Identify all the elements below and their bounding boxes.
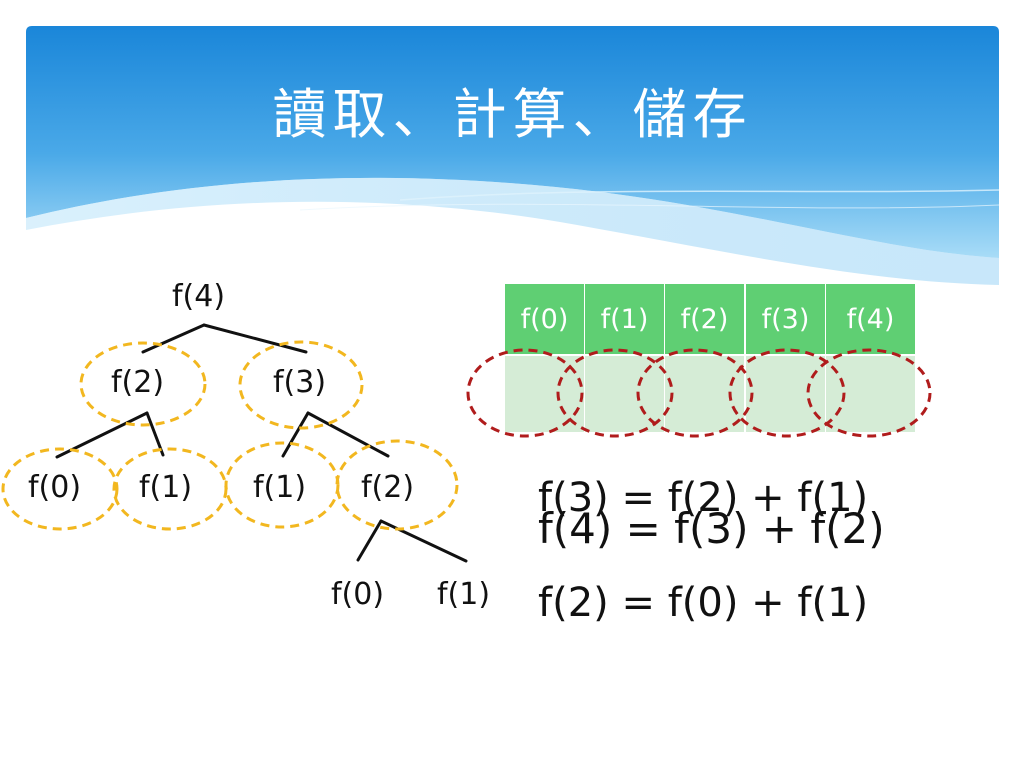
highlight-f3: [238, 340, 364, 430]
tree-node-root: f(4): [172, 279, 226, 314]
memo-header-1: f(1): [585, 284, 665, 354]
memo-header-3: f(3): [746, 284, 826, 354]
memo-highlight-3: [728, 348, 846, 438]
tree-node-f0-low: f(0): [331, 577, 385, 612]
memo-highlight-0: [466, 348, 584, 438]
memo-highlight-1: [556, 348, 674, 438]
edge-f3-f2: [306, 411, 390, 458]
slide-title: 讀取、計算、儲存: [272, 83, 753, 146]
tree-node-f1-low: f(1): [437, 577, 491, 612]
edge-f2-f0-low: [356, 519, 383, 562]
tree-node-f1-a: f(1): [139, 470, 193, 505]
memo-cell-4: [826, 356, 915, 432]
edge-root-left: [141, 323, 206, 354]
equation-bottom: f(2) = f(0) + f(1): [538, 580, 869, 626]
tree-node-f3: f(3): [273, 365, 327, 400]
highlight-f0: [1, 447, 119, 531]
edge-f2-f1: [145, 411, 165, 457]
header-banner: [26, 26, 1000, 285]
memo-highlight-4: [806, 348, 932, 438]
tree-node-f2-right: f(2): [361, 470, 415, 505]
memo-cell-2: [665, 356, 745, 432]
memo-header-2: f(2): [665, 284, 745, 354]
equation-top-front: f(4) = f(3) + f(2): [538, 504, 885, 553]
highlight-f2-right: [335, 439, 459, 531]
equation-top-back: f(3) = f(2) + f(1): [538, 475, 869, 521]
tree-node-f2: f(2): [111, 365, 165, 400]
edge-root-right: [202, 323, 308, 354]
memo-header-4: f(4): [826, 284, 915, 354]
memo-highlight-2: [636, 348, 754, 438]
highlight-f2-left: [79, 341, 207, 427]
memo-header-0: f(0): [505, 284, 585, 354]
tree-node-f0: f(0): [28, 470, 82, 505]
memo-cell-3: [746, 356, 826, 432]
edge-f3-f1: [281, 411, 310, 458]
highlight-f1-b: [224, 441, 340, 529]
tree-node-f1-b: f(1): [253, 470, 307, 505]
